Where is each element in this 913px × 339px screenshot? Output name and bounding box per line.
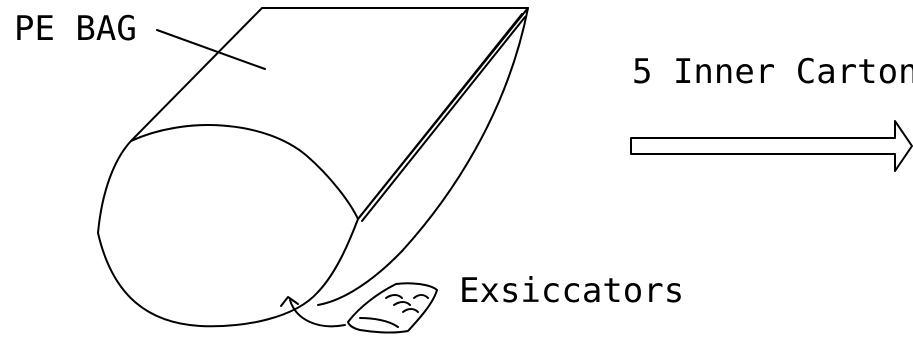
exsiccators-label: Exsiccators [459, 271, 684, 311]
inner-carton-label: 5 Inner Carton [632, 52, 913, 92]
pe-bag-label: PE BAG [14, 9, 137, 49]
desiccant-packet-icon [348, 283, 437, 332]
right-arrow-icon [631, 121, 912, 171]
pe-bag-leader-line [157, 30, 265, 69]
